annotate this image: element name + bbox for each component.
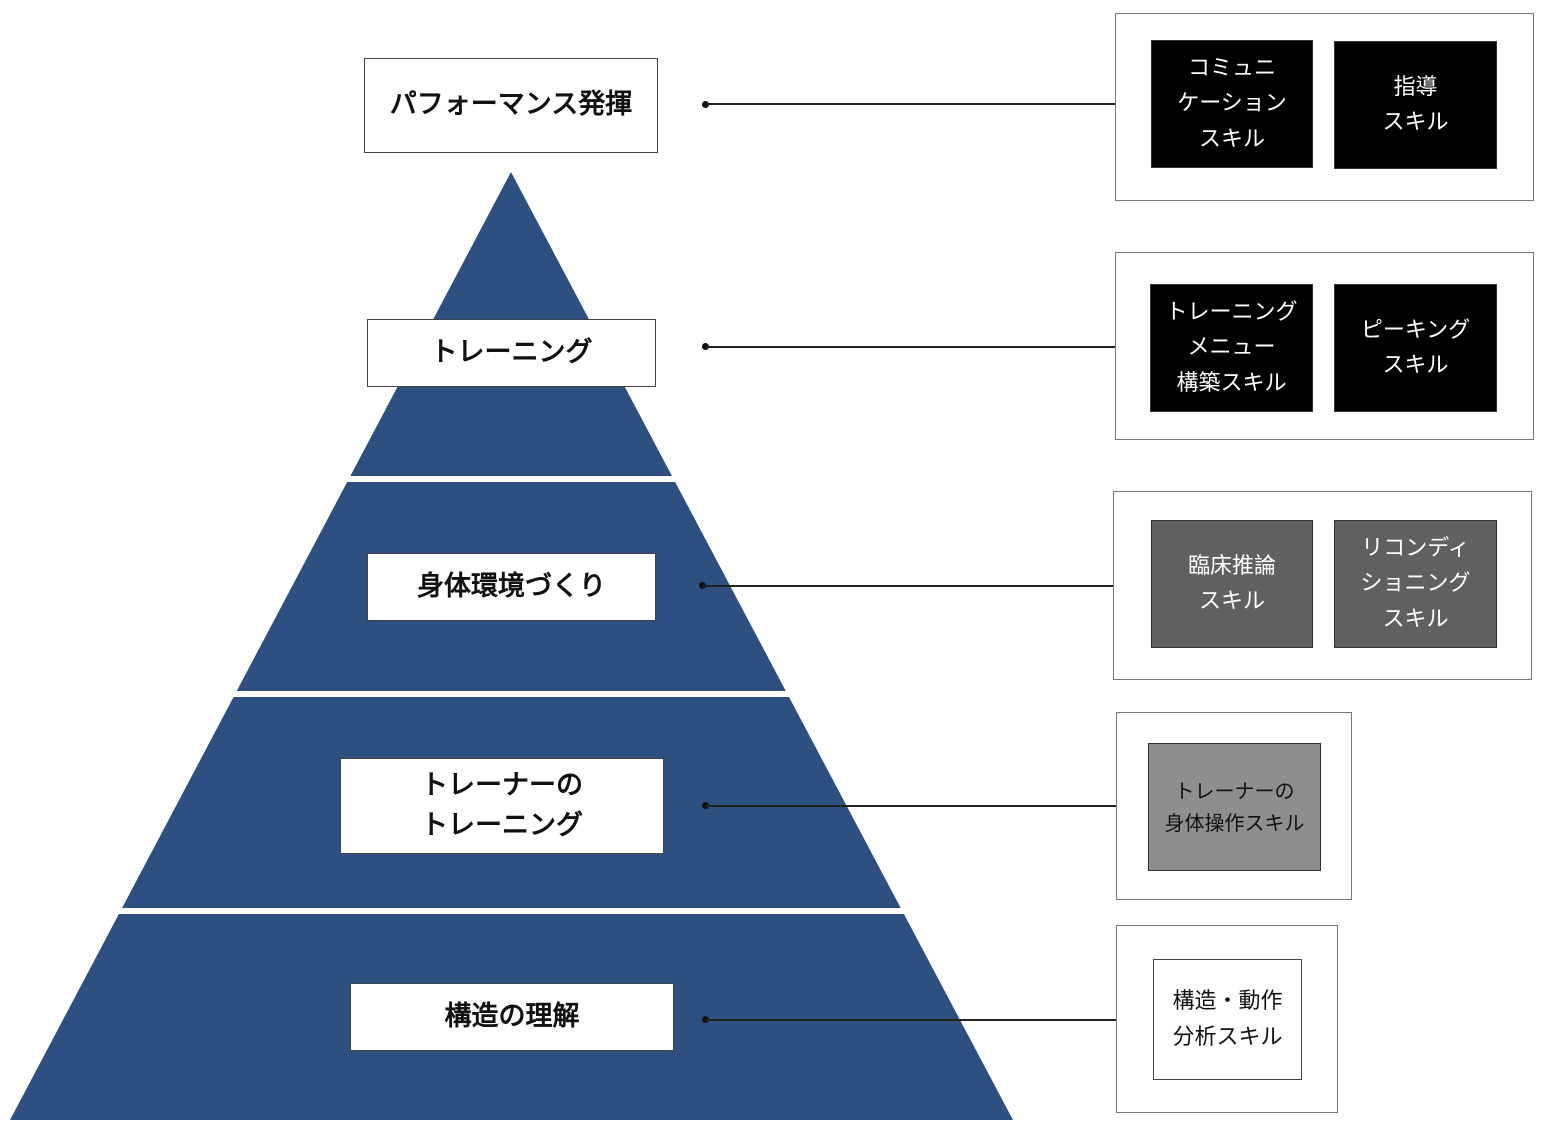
skill-text-line: ピーキング bbox=[1360, 317, 1471, 343]
skill-panel-performance: コミュニ ケーション スキル 指導 スキル bbox=[1115, 13, 1534, 201]
connector-dot bbox=[702, 343, 709, 350]
connector-line bbox=[706, 1019, 1116, 1021]
skill-box-clinical-reasoning: 臨床推論 スキル bbox=[1151, 520, 1313, 648]
skill-text-line: スキル bbox=[1382, 606, 1449, 632]
connector-line bbox=[706, 346, 1116, 348]
connector-line bbox=[706, 103, 1116, 105]
connector-line bbox=[706, 805, 1116, 807]
level-label-line: パフォーマンス発揮 bbox=[389, 89, 633, 121]
level-label-line: トレーニング bbox=[421, 810, 583, 841]
skill-text-line: ショニング bbox=[1360, 571, 1471, 597]
skill-text-line: スキル bbox=[1382, 110, 1449, 135]
level-label-line: トレーニング bbox=[430, 336, 593, 368]
skill-text-line: 身体操作スキル bbox=[1164, 811, 1305, 835]
level-label-trainer-training: トレーナーの トレーニング bbox=[340, 758, 664, 854]
skill-text-line: スキル bbox=[1198, 126, 1265, 152]
skill-text-line: 構築スキル bbox=[1176, 370, 1287, 396]
pyramid-separator bbox=[0, 691, 1100, 697]
skill-text-line: ケーション bbox=[1177, 91, 1287, 117]
skill-panel-training: トレーニング メニュー 構築スキル ピーキング スキル bbox=[1115, 252, 1534, 440]
connector-dot bbox=[702, 802, 709, 809]
skill-text-line: トレーニング bbox=[1165, 300, 1298, 326]
connector-dot bbox=[702, 1016, 709, 1023]
pyramid-separator bbox=[0, 908, 1100, 914]
connector-dot bbox=[702, 101, 709, 108]
skill-panel-body-environment: 臨床推論 スキル リコンディ ショニング スキル bbox=[1113, 491, 1532, 680]
level-label-line: 構造の理解 bbox=[444, 1000, 580, 1032]
skill-box-peaking: ピーキング スキル bbox=[1334, 284, 1497, 412]
skill-box-communication: コミュニ ケーション スキル bbox=[1151, 40, 1313, 168]
pyramid-body bbox=[10, 172, 1013, 1120]
pyramid-separator bbox=[0, 476, 1100, 482]
skill-box-structure-movement-analysis: 構造・動作 分析スキル bbox=[1153, 959, 1302, 1080]
skill-text-line: スキル bbox=[1382, 353, 1449, 378]
skill-text-line: コミュニ bbox=[1187, 56, 1276, 82]
skill-box-body-operation: トレーナーの 身体操作スキル bbox=[1148, 743, 1321, 871]
connector-dot bbox=[699, 582, 706, 589]
skill-text-line: トレーナーの bbox=[1174, 779, 1295, 803]
level-label-training: トレーニング bbox=[367, 319, 656, 387]
skill-box-coaching: 指導 スキル bbox=[1334, 41, 1497, 169]
level-label-performance: パフォーマンス発揮 bbox=[364, 58, 658, 153]
skill-text-line: メニュー bbox=[1187, 335, 1276, 361]
skill-panel-trainer-training: トレーナーの 身体操作スキル bbox=[1116, 712, 1352, 900]
skill-text-line: 分析スキル bbox=[1172, 1024, 1283, 1050]
skill-text-line: リコンディ bbox=[1361, 536, 1470, 562]
connector-line bbox=[703, 585, 1113, 587]
skill-box-menu-building: トレーニング メニュー 構築スキル bbox=[1150, 284, 1313, 412]
skill-box-reconditioning: リコンディ ショニング スキル bbox=[1334, 520, 1497, 648]
skill-text-line: スキル bbox=[1198, 589, 1265, 614]
skill-text-line: 臨床推論 bbox=[1187, 553, 1276, 579]
level-label-line: トレーナーの bbox=[421, 769, 583, 801]
skill-text-line: 指導 bbox=[1393, 74, 1438, 100]
level-label-body-environment: 身体環境づくり bbox=[367, 553, 656, 621]
skill-text-line: 構造・動作 bbox=[1172, 989, 1283, 1015]
skill-panel-structure-understanding: 構造・動作 分析スキル bbox=[1116, 925, 1338, 1113]
level-label-line: 身体環境づくり bbox=[417, 570, 606, 602]
level-label-structure-understanding: 構造の理解 bbox=[350, 983, 674, 1051]
